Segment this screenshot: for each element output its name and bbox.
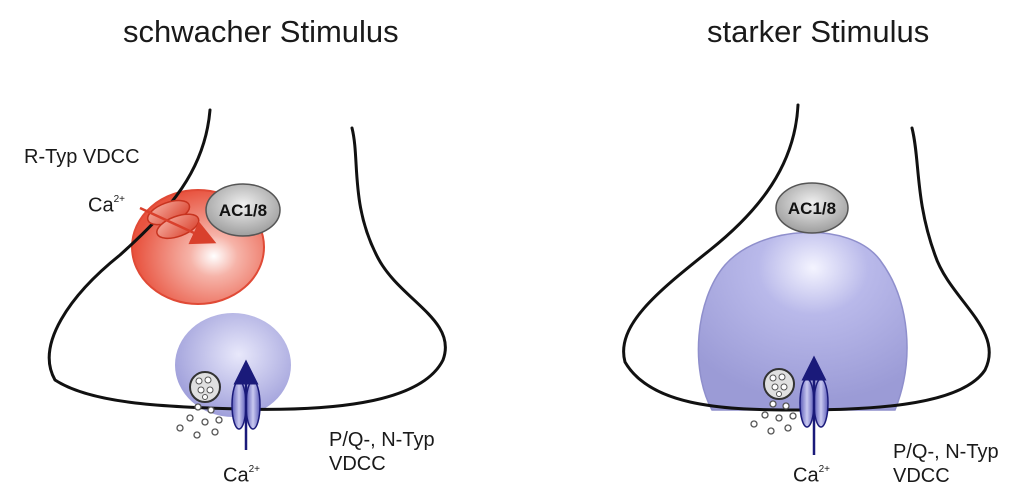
r-type-vdcc-label: R-Typ VDCC bbox=[24, 145, 140, 169]
ca-charge: 2+ bbox=[114, 194, 125, 205]
ca-ion-label-top: Ca2+ bbox=[88, 190, 125, 218]
pq-n-type-label-left: P/Q-, N-Typ VDCC bbox=[329, 428, 435, 476]
ca-ion-label-bottom-left: Ca2+ bbox=[223, 460, 260, 488]
pq-label-line1: P/Q-, N-Typ bbox=[329, 428, 435, 452]
ca-base: Ca bbox=[88, 195, 114, 217]
ca-ion-label-bottom-right: Ca2+ bbox=[793, 460, 830, 488]
ca-base: Ca bbox=[793, 465, 819, 487]
synaptic-vesicle-right bbox=[764, 369, 794, 399]
pq-label-line1-right: P/Q-, N-Typ bbox=[893, 440, 999, 464]
panel-title-strong: starker Stimulus bbox=[707, 14, 929, 50]
panel-title-weak: schwacher Stimulus bbox=[123, 14, 399, 50]
ac18-label-right: AC1/8 bbox=[788, 199, 836, 218]
ac18-label: AC1/8 bbox=[219, 201, 267, 220]
synaptic-vesicle bbox=[190, 372, 220, 402]
panel-strong-stimulus: AC1/8 bbox=[624, 105, 990, 455]
pq-label-line2-right: VDCC bbox=[893, 464, 999, 488]
pq-n-type-label-right: P/Q-, N-Typ VDCC bbox=[893, 440, 999, 488]
ca-charge: 2+ bbox=[249, 464, 260, 475]
ca-base: Ca bbox=[223, 465, 249, 487]
ca-charge: 2+ bbox=[819, 464, 830, 475]
pq-label-line2: VDCC bbox=[329, 452, 435, 476]
